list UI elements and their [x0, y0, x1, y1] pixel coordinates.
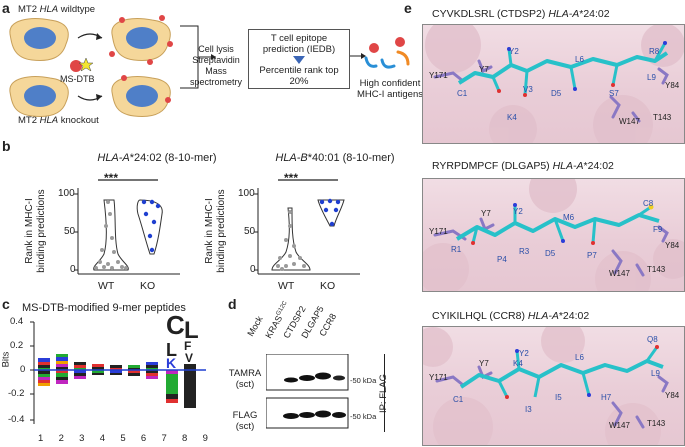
c-title: MS-DTB-modified 9-mer peptides: [22, 302, 186, 314]
panel-label-e: e: [404, 0, 412, 16]
step-lysis: Cell lysis Streptavidin Mass spectrometr…: [189, 44, 242, 87]
b-plot2-significance: ***: [284, 171, 299, 185]
d-row2-label: FLAG(sct): [232, 410, 258, 432]
b-plot1-ytick-50: 50: [64, 226, 76, 237]
panel-a-cells-graphic: [9, 15, 173, 117]
d-marker-1: -50 kDa: [350, 376, 377, 385]
d-ip-bracket: [384, 354, 385, 432]
panel-label-a: a: [2, 0, 10, 16]
triangle-down-icon: [293, 56, 305, 64]
panel-label-d: d: [228, 296, 237, 312]
e3-structure: C1 Y2 I3 K4 I5 L6 H7 Q8 L9 Y171 Y7 W147 …: [422, 326, 685, 446]
panel-label-b: b: [2, 138, 11, 154]
c-ytick-0.2: 0.2: [10, 340, 24, 351]
c-ytick-0: 0: [20, 364, 26, 375]
b-plot2-ytick-0: 0: [250, 264, 256, 275]
svg-text:L: L: [184, 317, 199, 344]
d-western-blot: [266, 354, 349, 429]
b-plot1-xtick-ko: KO: [140, 280, 156, 292]
b-plot2-ytick-100: 100: [238, 188, 255, 199]
d-row1-label: TAMRA(sct): [228, 368, 262, 390]
svg-text:V: V: [185, 351, 193, 365]
reagent-label: MS-DTB: [60, 74, 95, 84]
b-plot2-xtick-wt: WT: [278, 280, 295, 292]
knockout-label: MT2 HLA knockout: [18, 115, 99, 126]
b-plot1-xtick-wt: WT: [98, 280, 115, 292]
c-ylabel: Bits: [0, 351, 12, 368]
b-plot1-ytick-100: 100: [58, 188, 75, 199]
b-plot2-title: HLA-B*40:01 (8-10-mer): [275, 152, 395, 164]
b-plot1-violin: [74, 179, 180, 275]
c-ytick-neg0.4: -0.4: [8, 414, 25, 425]
b-plot2-violin: [254, 179, 360, 275]
panel-label-c: c: [2, 296, 10, 312]
wildtype-label: MT2 HLA wildtype: [18, 4, 96, 15]
panel-a-brace: [180, 25, 216, 89]
iedb-prediction-box: T cell epitope prediction (IEDB) Percent…: [248, 29, 350, 89]
c-sequence-logo: C L K L F V: [30, 312, 206, 424]
b-plot1-significance: ***: [104, 171, 119, 185]
b-plot1-title: HLA-A*24:02 (8-10-mer): [97, 152, 217, 164]
svg-text:K: K: [166, 355, 176, 371]
e3-title: CYIKILHQL (CCR8) HLA-A*24:02: [432, 310, 590, 322]
b-plot2-ytick-50: 50: [244, 226, 256, 237]
b-plot2-xtick-ko: KO: [320, 280, 336, 292]
e1-structure: C1 Y2 V3 K4 D5 L6 S7 R8 L9 Y171 Y7 W147 …: [422, 24, 685, 144]
svg-text:C: C: [166, 312, 185, 340]
c-ytick-0.4: 0.4: [10, 316, 24, 327]
c-ytick-neg0.2: -0.2: [8, 388, 25, 399]
e2-structure: R1 Y2 R3 P4 D5 M6 P7 C8 F9 Y171 Y7 W147 …: [422, 178, 685, 292]
d-ip-label: IP: FLAG: [378, 373, 390, 414]
d-lane-mock: Mock: [245, 314, 265, 338]
result-label: High confident MHC-I antigens: [357, 78, 423, 100]
antigen-peptides-graphic: [364, 37, 410, 69]
e1-title: CYVKDLSRL (CTDSP2) HLA-A*24:02: [432, 8, 610, 20]
d-marker-2: -50 kDa: [350, 412, 377, 421]
b-plot1-ytick-0: 0: [70, 264, 76, 275]
arrow-right-icon: [350, 53, 366, 59]
svg-text:L: L: [166, 340, 177, 360]
e2-title: RYRPDMPCF (DLGAP5) HLA-A*24:02: [432, 160, 614, 172]
svg-text:F: F: [184, 339, 191, 353]
